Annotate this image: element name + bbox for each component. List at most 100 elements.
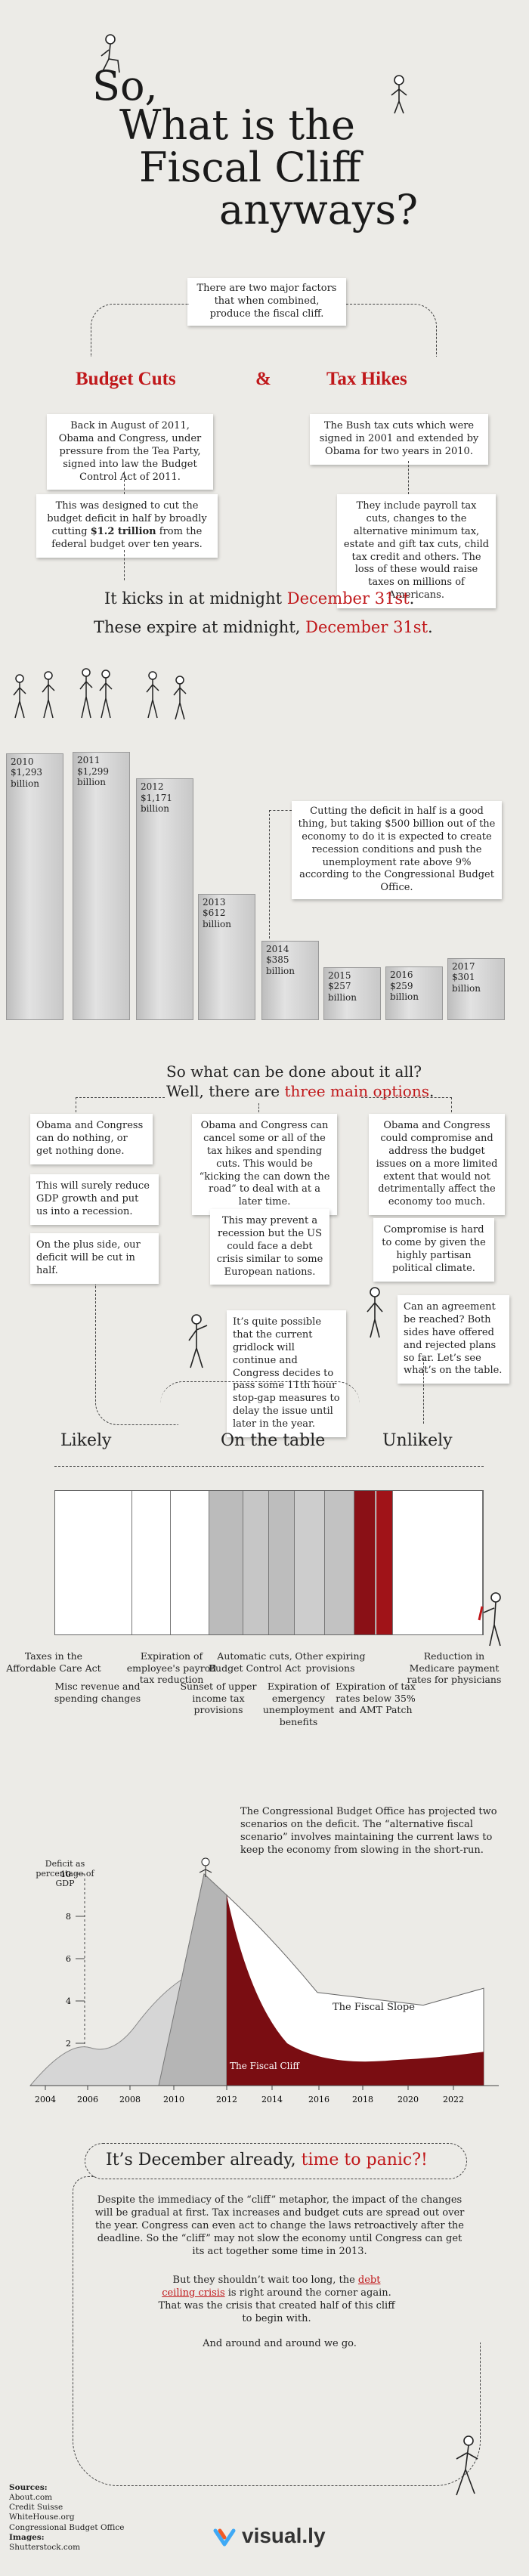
source-item: Congressional Budget Office <box>9 2522 125 2532</box>
budget-text-2-post: from the federal budget over ten years. <box>51 525 203 550</box>
stacked-segment-label: Taxes in the Affordable Care Act <box>6 1650 101 1674</box>
sources-block: Sources: About.com Credit Suisse WhiteHo… <box>9 2483 124 2553</box>
brand-name: visual.ly <box>242 2524 326 2547</box>
brand-logo[interactable]: visual.ly <box>213 2524 326 2548</box>
option-c-box-2: Compromise is hard to come by given the … <box>373 1218 494 1282</box>
budget-box-2: This was designed to cut the budget defi… <box>36 494 218 558</box>
fiscal-slope-label: The Fiscal Slope <box>333 2002 415 2013</box>
closing-p1: Despite the immediacy of the “cliff” met… <box>94 2194 465 2257</box>
deficit-bar-label: 2015 $257 billion <box>328 969 357 1003</box>
tax-box-1: The Bush tax cuts which were signed in 2… <box>310 414 488 465</box>
connector-line <box>85 2143 467 2179</box>
stacked-segment <box>209 1491 244 1634</box>
deficit-bar-label: 2017 $301 billion <box>452 960 481 994</box>
panic-red: time to panic?! <box>301 2151 428 2169</box>
deficit-bar <box>136 778 193 1020</box>
man-sitting-on-s-icon <box>101 34 120 73</box>
person-on-peak-icon <box>199 1866 212 1877</box>
deficit-bar <box>6 753 63 1020</box>
closing-p2-red: debt ceiling crisis <box>162 2274 381 2299</box>
stacked-segment-label: Expiration of tax rates below 35% and AM… <box>336 1681 416 1716</box>
area-y-tick-label: 6 <box>66 1954 71 1964</box>
connector-line <box>73 2176 95 2343</box>
area-x-tick-label: 2018 <box>352 2095 373 2104</box>
person-on-peak-icon <box>201 1857 210 1866</box>
area-x-tick-label: 2022 <box>443 2095 464 2104</box>
deficit-bar-label: 2012 $1,171 billion <box>141 781 172 814</box>
intro-box: There are two major factors that when co… <box>187 278 346 326</box>
panic-heading: It’s December already, time to panic?! <box>106 2151 428 2169</box>
deficit-bar <box>323 966 381 1020</box>
connector-line <box>95 1285 178 1425</box>
heading-budget-cuts: Budget Cuts <box>76 369 176 389</box>
stacked-segment <box>170 1491 209 1634</box>
stacked-segment <box>243 1491 269 1634</box>
heading-tax-hikes: Tax Hikes <box>326 369 407 389</box>
option-b-box-3: It’s quite possible that the current gri… <box>227 1310 346 1438</box>
cbo-note: The Congressional Budget Office has proj… <box>240 1806 497 1857</box>
closing-p2-pre: But they shouldn’t wait too long, the <box>172 2274 358 2286</box>
connector-line <box>160 1381 360 1427</box>
deficit-note-text: Cutting the deficit in half is a good th… <box>298 806 496 894</box>
option-c-text-3: Can an agreement be reached? Both sides … <box>404 1301 503 1377</box>
stacked-segment <box>324 1491 355 1634</box>
connector-line <box>124 472 125 494</box>
option-a-text-2: This will surely reduce GDP growth and p… <box>36 1180 150 1217</box>
option-c-box-3: Can an agreement be reached? Both sides … <box>398 1295 509 1384</box>
kicks-pre: It kicks in at midnight <box>104 589 287 608</box>
tax-box-2: They include payroll tax cuts, changes t… <box>337 494 496 609</box>
expire-line: These expire at midnight, December 31st. <box>94 618 433 636</box>
area-x-tick-label: 2004 <box>35 2095 56 2104</box>
option-b-box-2: This may prevent a recession but the US … <box>210 1209 329 1285</box>
panic-pre: It’s December already, <box>106 2151 302 2169</box>
closing-p2-post: is right around the corner again. That w… <box>158 2287 395 2324</box>
title-so: So, <box>92 62 158 110</box>
stacked-segment <box>55 1491 132 1634</box>
stacked-segment <box>269 1491 295 1634</box>
sources-label: Sources: <box>9 2483 48 2492</box>
worker-icon <box>478 1592 501 1647</box>
area-x-tick-label: 2012 <box>216 2095 237 2104</box>
fiscal-slope-area <box>226 1894 484 2086</box>
area-x-tick-label: 2010 <box>163 2095 184 2104</box>
visually-logo-icon <box>213 2528 236 2547</box>
connector-line <box>346 304 437 357</box>
deficit-bar <box>447 957 505 1020</box>
recent-area <box>158 1873 227 2086</box>
source-item: Credit Suisse <box>9 2503 63 2513</box>
deficit-bar-label: 2010 $1,293 billion <box>11 756 42 789</box>
stacked-segment-label: Expiration of employee's payroll tax red… <box>126 1650 217 1686</box>
category-unlikely: Unlikely <box>382 1431 453 1450</box>
connector-line <box>269 810 292 939</box>
images-label: Images: <box>9 2532 45 2542</box>
expire-date: December 31st <box>305 618 428 636</box>
title-what-is-the: What is the <box>119 101 355 149</box>
budget-text-1: Back in August of 2011, Obama and Congre… <box>58 420 202 483</box>
category-on-the-table: On the table <box>221 1431 326 1450</box>
option-a-box-3: On the plus side, our deficit will be cu… <box>30 1233 159 1284</box>
crowd-walking-icon <box>13 668 187 720</box>
title-fiscal-cliff: Fiscal Cliff <box>139 144 361 191</box>
connector-line <box>408 461 409 494</box>
connector-line <box>91 304 189 357</box>
kicks-post: . <box>409 589 415 608</box>
connector-line <box>258 1103 259 1112</box>
kicks-in-line: It kicks in at midnight December 31st. <box>104 589 414 608</box>
category-likely: Likely <box>60 1431 112 1450</box>
option-c-text-1: Obama and Congress could compromise and … <box>376 1120 498 1208</box>
deficit-bar-label: 2014 $385 billion <box>266 943 295 976</box>
connector-line <box>124 550 125 580</box>
area-y-tick-label: 4 <box>66 1996 71 2006</box>
stacked-segment <box>376 1491 394 1634</box>
closing-text-2: But they shouldn’t wait too long, the de… <box>156 2274 398 2326</box>
area-x-tick-label: 2016 <box>308 2095 329 2104</box>
source-item: WhiteHouse.org <box>9 2513 75 2522</box>
intro-text: There are two major factors that when co… <box>196 283 337 320</box>
fiscal-cliff-area <box>227 1895 484 2086</box>
area-x-tick-label: 2014 <box>261 2095 283 2104</box>
tax-provisions-stacked-bar <box>54 1490 484 1635</box>
image-source-item: Shutterstock.com <box>9 2542 81 2552</box>
deficit-bar <box>385 966 443 1020</box>
